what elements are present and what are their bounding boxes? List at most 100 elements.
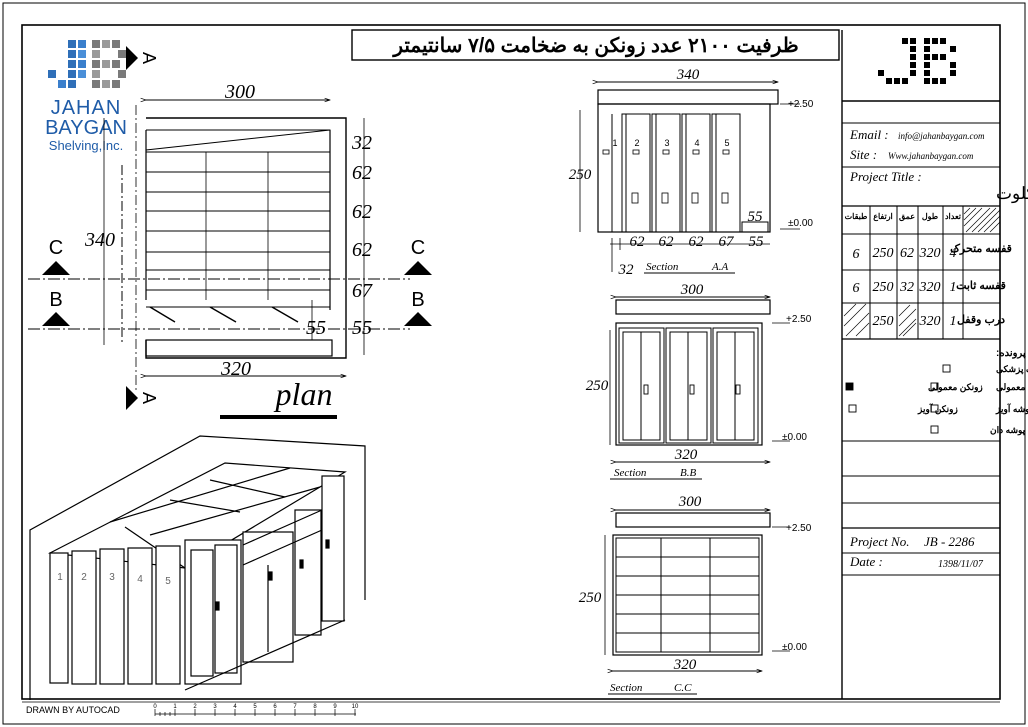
drawn-by-text: DRAWN BY AUTOCAD	[26, 705, 120, 715]
file-type-options: پوشه مدارک پزشکی پوشه معمولی زونکن معمول…	[845, 364, 1028, 436]
checkbox[interactable]	[930, 404, 939, 413]
section-cc-texts: 300 320 250 +2.50 ±0.00 Section C.C	[579, 494, 812, 695]
section-aa-texts: 340 250 +2.50 ±0.00 1 2 3 4 5 55 62 62 6…	[569, 67, 814, 278]
checkbox[interactable]	[930, 425, 939, 434]
plan-dim-depth: 340	[84, 229, 115, 251]
table-cell: 320	[919, 280, 941, 295]
checkbox[interactable]	[942, 364, 951, 373]
table-header: تعداد	[945, 212, 962, 221]
section-aa-bottom-dim: 67	[719, 234, 736, 250]
option-normal-binder[interactable]: زونکن معمولی	[845, 382, 983, 393]
option-medical-folder[interactable]: پوشه مدارک پزشکی	[942, 364, 1028, 375]
plan-row-dim: 62	[352, 201, 372, 223]
section-aa-unit-number: 5	[724, 138, 729, 148]
option-hanging-folder[interactable]: پوشه آویز	[930, 403, 1028, 415]
section-cc-level-top: +2.50	[786, 523, 812, 534]
scale-bar	[154, 709, 356, 716]
section-aa-unit-number: 4	[694, 138, 699, 148]
checkbox[interactable]	[930, 382, 939, 391]
scale-tick: 7	[293, 704, 297, 710]
iso-unit-number: 4	[137, 574, 143, 585]
table-cell: 320	[919, 314, 941, 329]
section-markers: A A C C B B	[42, 46, 432, 410]
isometric-view	[29, 435, 366, 700]
iso-unit-number: 5	[165, 576, 171, 587]
table-cell: 6	[853, 281, 860, 296]
plan-inner-dim: 55	[306, 317, 326, 339]
scale-tick: 0	[153, 704, 157, 710]
scale-tick: 10	[352, 704, 359, 710]
file-type-heading: نوع پرونده:	[996, 348, 1028, 359]
section-cc-caption-letters: C.C	[674, 682, 692, 694]
option-label: پوشه معمولی	[996, 382, 1028, 393]
title-block-texts: Email : info@jahanbaygan.com Site : Www.…	[845, 127, 1028, 359]
section-aa-width: 340	[676, 67, 700, 83]
plan-dim-bottom: 320	[220, 358, 251, 380]
option-dan-folder[interactable]: پوشه دان	[930, 425, 1026, 436]
section-bb-level-top: +2.50	[786, 314, 812, 325]
table-row-label: قفسه متحرک	[950, 243, 1012, 255]
project-info: Project No. JB - 2286 Date : 1398/11/07	[849, 534, 984, 570]
section-mark-c-left: C	[49, 237, 63, 259]
scale-tick: 4	[233, 704, 237, 710]
scale-tick: 3	[213, 704, 217, 710]
date-value: 1398/11/07	[938, 559, 984, 570]
section-mark-a-bottom: A	[139, 392, 159, 404]
section-aa-caption-word: Section	[646, 261, 679, 273]
section-cc-level-bottom: ±0.00	[782, 642, 807, 653]
scale-tick: 1	[173, 704, 177, 710]
plan-row-dim: 67	[352, 280, 373, 302]
plan-dim-top: 300	[224, 81, 255, 103]
option-label: زونکن معمولی	[928, 382, 983, 393]
iso-unit-number: 3	[109, 572, 115, 583]
iso-unit-number: 2	[81, 572, 87, 583]
checkbox[interactable]	[848, 404, 857, 413]
inner-frame	[21, 24, 1001, 700]
section-mark-b-right: B	[411, 289, 424, 311]
table-cell: 1	[950, 280, 957, 295]
table-cell: 1	[950, 314, 957, 329]
checkbox-checked[interactable]	[845, 382, 854, 391]
table-row-label: قفسه ثابت	[956, 280, 1006, 292]
table-cell: 4	[950, 246, 957, 261]
section-bb-height: 250	[586, 378, 609, 394]
section-aa-bottom-dim: 62	[630, 234, 646, 250]
scale-tick: 6	[273, 704, 277, 710]
title-block	[841, 30, 1000, 699]
section-mark-b-left: B	[49, 289, 62, 311]
table-header: ارتفاع	[873, 212, 893, 222]
logo-line3: Shelving,Inc.	[49, 138, 123, 153]
project-no-value: JB - 2286	[924, 534, 975, 549]
scale-tick: 9	[333, 704, 337, 710]
table-cell: 250	[873, 280, 894, 295]
plan-dimensions: 300 320 340 32 62 62 62 67 55 55	[84, 81, 373, 380]
table-cell: 250	[873, 246, 894, 261]
section-mark-c-right: C	[411, 237, 425, 259]
option-normal-folder[interactable]: پوشه معمولی	[930, 382, 1028, 393]
section-aa-unit-number: 1	[612, 138, 617, 148]
section-bb-level-bottom: ±0.00	[782, 432, 807, 443]
section-aa-inner-dim: 55	[748, 209, 764, 225]
section-aa-level-bottom: ±0.00	[788, 218, 813, 229]
section-aa-left-dim: 32	[618, 262, 635, 278]
section-cc-caption-word: Section	[610, 682, 643, 694]
site-value: Www.jahanbaygan.com	[888, 151, 974, 161]
option-hanging-binder[interactable]: زونکن آویز	[848, 403, 958, 415]
option-label: پوشه آویز	[995, 403, 1028, 415]
title-block-hatch	[843, 207, 1001, 337]
section-bb-width-top: 300	[680, 282, 704, 298]
table-header: طول	[922, 212, 938, 222]
header-banner: ظرفیت ۲۱۰۰ عدد زونکن به ضخامت ۷/۵ سانتیم…	[351, 29, 840, 61]
section-bb-texts: 300 320 250 +2.50 ±0.00 Section B.B	[586, 282, 812, 480]
footer: DRAWN BY AUTOCAD 0 1 2 3 4 5 6 7 8 9 10	[22, 701, 1000, 716]
section-bb-caption-word: Section	[614, 467, 647, 479]
site-label: Site :	[850, 147, 877, 162]
section-cc	[604, 510, 790, 671]
option-label: پوشه دان	[990, 425, 1026, 436]
email-label: Email :	[849, 127, 889, 142]
plan-row-dim: 55	[352, 317, 372, 339]
section-aa-level-top: +2.50	[788, 99, 814, 110]
section-mark-a-top: A	[139, 52, 159, 64]
